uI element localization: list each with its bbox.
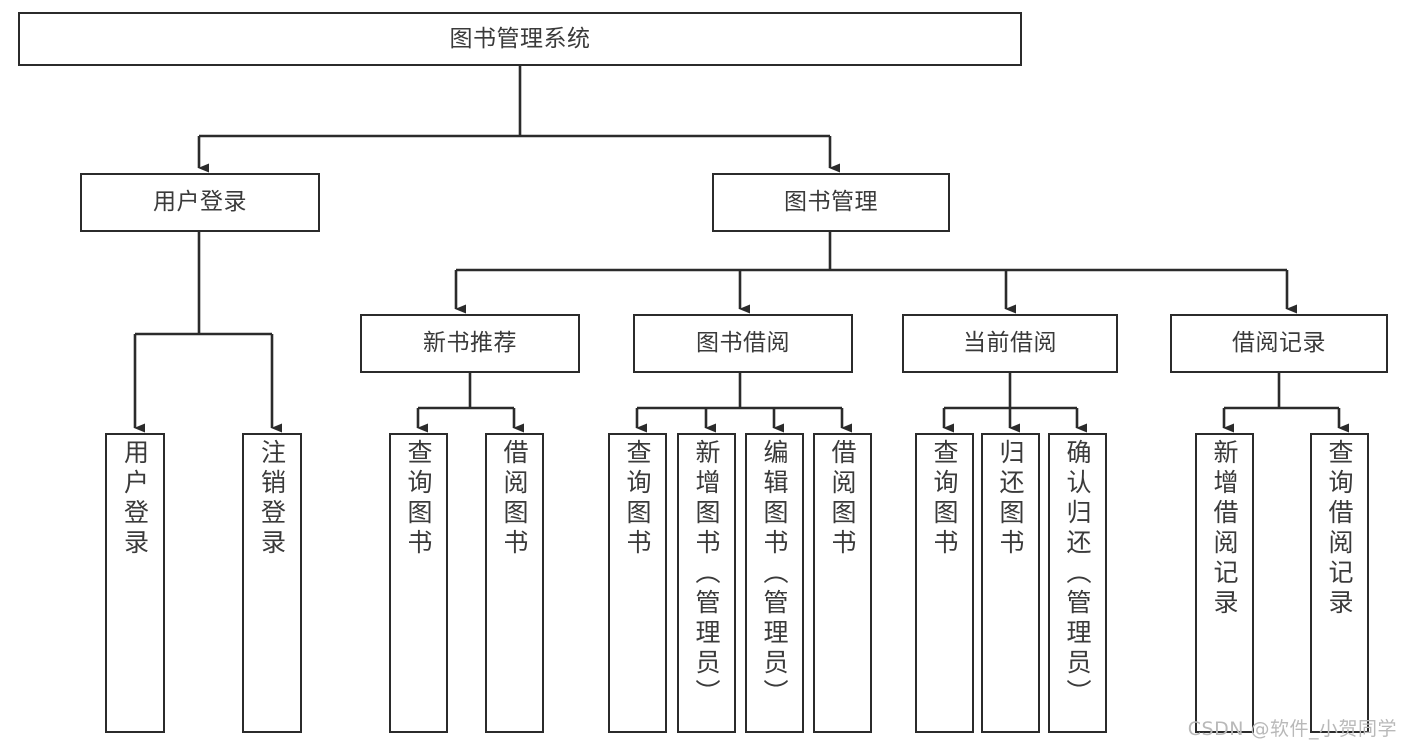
node-root-book-management-system[interactable]: 图书管理系统 [18, 12, 1022, 66]
node-user-login[interactable]: 用户登录 [80, 173, 320, 232]
leaf-logout[interactable]: 注销登录 [242, 433, 302, 733]
leaf-book-borrow-add-book-admin[interactable]: 新增图书（管理员） [677, 433, 736, 733]
leaf-current-borrow-return-books[interactable]: 归还图书 [981, 433, 1040, 733]
leaf-user-login[interactable]: 用户登录 [105, 433, 165, 733]
node-label: 图书管理 [784, 189, 878, 215]
node-borrow-record[interactable]: 借阅记录 [1170, 314, 1388, 373]
leaf-current-borrow-query-books[interactable]: 查询图书 [915, 433, 974, 733]
leaf-book-borrow-query-books[interactable]: 查询图书 [608, 433, 667, 733]
node-label: 新书推荐 [423, 330, 517, 356]
node-book-borrow[interactable]: 图书借阅 [633, 314, 853, 373]
leaf-borrow-record-add-record[interactable]: 新增借阅记录 [1195, 433, 1254, 733]
node-label: 借阅图书 [500, 439, 529, 559]
node-label: 查询图书 [623, 439, 652, 559]
node-new-book-recommendation[interactable]: 新书推荐 [360, 314, 580, 373]
node-label: 图书管理系统 [449, 25, 591, 52]
node-label: 查询图书 [404, 439, 433, 559]
node-label: 查询图书 [930, 439, 959, 559]
node-label: 新增图书（管理员） [692, 439, 721, 709]
node-label: 借阅图书 [828, 439, 857, 559]
node-label: 确认归还（管理员） [1063, 439, 1092, 709]
node-label: 查询借阅记录 [1325, 439, 1354, 619]
node-label: 用户登录 [120, 439, 150, 559]
leaf-book-borrow-edit-book-admin[interactable]: 编辑图书（管理员） [745, 433, 804, 733]
leaf-current-borrow-confirm-return-admin[interactable]: 确认归还（管理员） [1048, 433, 1107, 733]
node-label: 图书借阅 [696, 330, 790, 356]
node-book-management[interactable]: 图书管理 [712, 173, 950, 232]
node-label: 新增借阅记录 [1210, 439, 1239, 619]
leaf-new-book-borrow-books[interactable]: 借阅图书 [485, 433, 544, 733]
node-label: 用户登录 [153, 189, 247, 215]
node-label: 借阅记录 [1232, 330, 1326, 356]
leaf-new-book-query-books[interactable]: 查询图书 [389, 433, 448, 733]
leaf-borrow-record-query-record[interactable]: 查询借阅记录 [1310, 433, 1369, 733]
node-label: 归还图书 [996, 439, 1025, 559]
node-current-borrow[interactable]: 当前借阅 [902, 314, 1118, 373]
leaf-book-borrow-borrow-books[interactable]: 借阅图书 [813, 433, 872, 733]
node-label: 注销登录 [257, 439, 287, 559]
node-label: 编辑图书（管理员） [760, 439, 789, 709]
node-label: 当前借阅 [963, 330, 1057, 356]
